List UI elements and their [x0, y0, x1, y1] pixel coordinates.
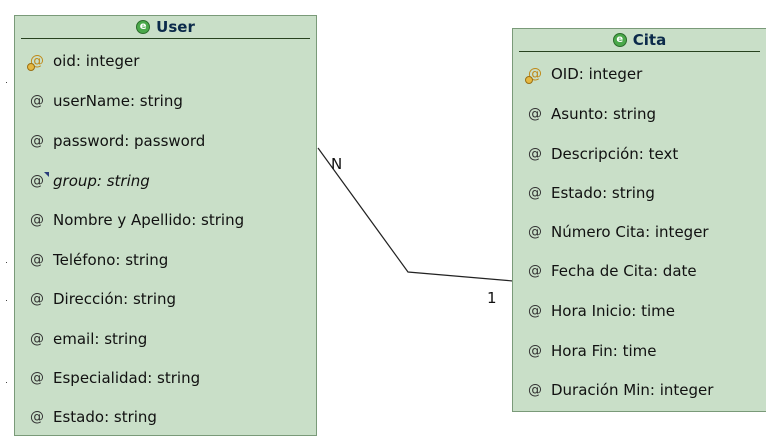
attr-label: Nombre y Apellido: string [53, 211, 245, 229]
cita-attr-hora-fin[interactable]: @ Hora Fin: time [527, 342, 657, 360]
attribute-icon: @ [30, 133, 44, 149]
attribute-icon: @ [30, 93, 44, 109]
key-attribute-icon: @ [27, 53, 44, 71]
user-attr-telefono[interactable]: @ Teléfono: string [29, 251, 168, 269]
user-attr-group[interactable]: @ group: string [29, 172, 150, 190]
guide-dot [6, 382, 7, 383]
key-attribute-icon: @ [525, 66, 542, 84]
attr-label: Descripción: text [551, 145, 679, 163]
user-entity-header: e User [21, 16, 310, 39]
attribute-icon: @ [528, 146, 542, 162]
attribute-icon: @ [30, 212, 44, 228]
cita-attr-fecha[interactable]: @ Fecha de Cita: date [527, 262, 697, 280]
attr-label: Estado: string [53, 408, 157, 426]
derived-attribute-icon: @ [30, 172, 49, 189]
cita-attr-oid[interactable]: @ OID: integer [525, 65, 643, 84]
user-attr-direccion[interactable]: @ Dirección: string [29, 290, 176, 308]
entity-icon: e [612, 33, 627, 47]
attr-label: group: string [53, 172, 150, 190]
attribute-icon: @ [528, 185, 542, 201]
entity-icon: e [136, 20, 151, 34]
user-entity[interactable]: e User @ oid: integer @ userName: string… [14, 15, 317, 436]
attr-label: Hora Inicio: time [551, 302, 675, 320]
attr-label: Número Cita: integer [551, 223, 709, 241]
guide-dot [6, 300, 7, 301]
cita-cardinality-label: 1 [487, 289, 497, 307]
cita-attr-numero[interactable]: @ Número Cita: integer [527, 223, 709, 241]
attr-label: Estado: string [551, 184, 655, 202]
attribute-icon: @ [30, 409, 44, 425]
cita-attr-asunto[interactable]: @ Asunto: string [527, 105, 656, 123]
attr-label: Asunto: string [551, 105, 657, 123]
attr-label: Fecha de Cita: date [551, 262, 697, 280]
user-attr-username[interactable]: @ userName: string [29, 92, 183, 110]
attr-label: Dirección: string [53, 290, 177, 308]
cita-entity[interactable]: e Cita @ OID: integer @ Asunto: string @… [512, 28, 766, 412]
attr-label: email: string [53, 330, 148, 348]
user-attr-nombre[interactable]: @ Nombre y Apellido: string [29, 211, 244, 229]
relationship-line[interactable] [317, 147, 514, 282]
attribute-icon: @ [30, 370, 44, 386]
attr-label: Hora Fin: time [551, 342, 657, 360]
user-attr-estado[interactable]: @ Estado: string [29, 408, 157, 426]
user-attr-especialidad[interactable]: @ Especialidad: string [29, 369, 200, 387]
cita-attr-estado[interactable]: @ Estado: string [527, 184, 655, 202]
attr-label: OID: integer [551, 65, 643, 83]
cita-entity-header: e Cita [519, 29, 760, 52]
attribute-icon: @ [528, 382, 542, 398]
attribute-icon: @ [528, 263, 542, 279]
attribute-icon: @ [528, 106, 542, 122]
attribute-icon: @ [528, 224, 542, 240]
attr-label: oid: integer [53, 52, 140, 70]
user-attr-oid[interactable]: @ oid: integer [27, 52, 140, 71]
attr-label: Especialidad: string [53, 369, 201, 387]
cita-attr-duracion[interactable]: @ Duración Min: integer [527, 381, 713, 399]
attr-label: userName: string [53, 92, 183, 110]
attribute-icon: @ [30, 291, 44, 307]
attribute-icon: @ [528, 343, 542, 359]
user-attr-email[interactable]: @ email: string [29, 330, 147, 348]
user-cardinality-label: N [331, 155, 343, 173]
cita-attr-hora-inicio[interactable]: @ Hora Inicio: time [527, 302, 675, 320]
guide-dot [6, 82, 7, 83]
user-attr-password[interactable]: @ password: password [29, 132, 205, 150]
attribute-icon: @ [30, 252, 44, 268]
guide-dot [6, 262, 7, 263]
cita-entity-title: Cita [632, 31, 667, 49]
attr-label: password: password [53, 132, 206, 150]
attr-label: Duración Min: integer [551, 381, 714, 399]
attribute-icon: @ [528, 303, 542, 319]
attr-label: Teléfono: string [53, 251, 169, 269]
user-entity-title: User [156, 18, 195, 36]
cita-attr-descripcion[interactable]: @ Descripción: text [527, 145, 678, 163]
attribute-icon: @ [30, 331, 44, 347]
